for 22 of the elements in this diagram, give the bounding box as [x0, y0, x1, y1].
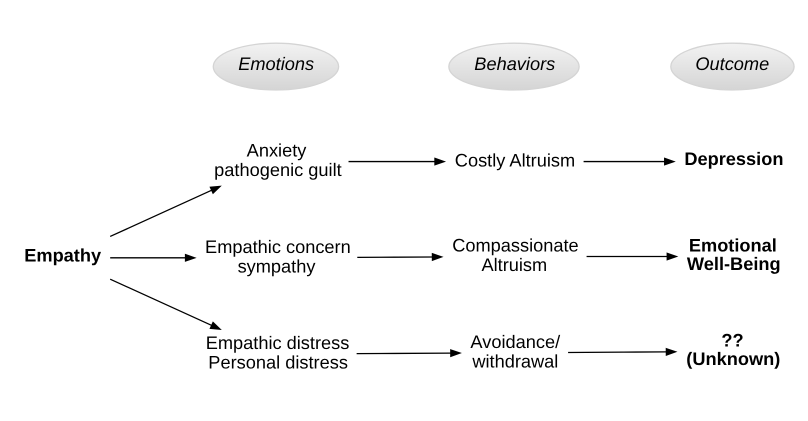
node-text: Compassionate Altruism	[452, 235, 579, 275]
node-ellipse: Emotions	[212, 42, 340, 90]
arrow	[584, 156, 676, 166]
arrow	[110, 278, 222, 330]
arrow	[110, 185, 222, 237]
node-text: Emotional Well-Being	[686, 235, 781, 274]
arrow	[348, 156, 446, 166]
arrow	[568, 347, 678, 356]
arrow	[110, 253, 197, 262]
node-text: Costly Altruism	[454, 150, 576, 170]
arrow	[356, 348, 462, 357]
node-text: Anxiety pathogenic guilt	[214, 140, 342, 180]
node-text: ?? (Unknown)	[686, 330, 780, 368]
node-text: Empathic concern sympathy	[205, 236, 351, 276]
arrow	[357, 252, 444, 261]
node-ellipse: Behaviors	[448, 42, 580, 90]
arrow	[586, 252, 678, 260]
node-text: Empathy	[24, 244, 102, 265]
node-text: Avoidance/ withdrawal	[470, 331, 560, 371]
node-text: Empathic distress Personal distress	[206, 332, 350, 372]
node-ellipse: Outcome	[670, 42, 795, 90]
node-text: Depression	[684, 148, 784, 169]
